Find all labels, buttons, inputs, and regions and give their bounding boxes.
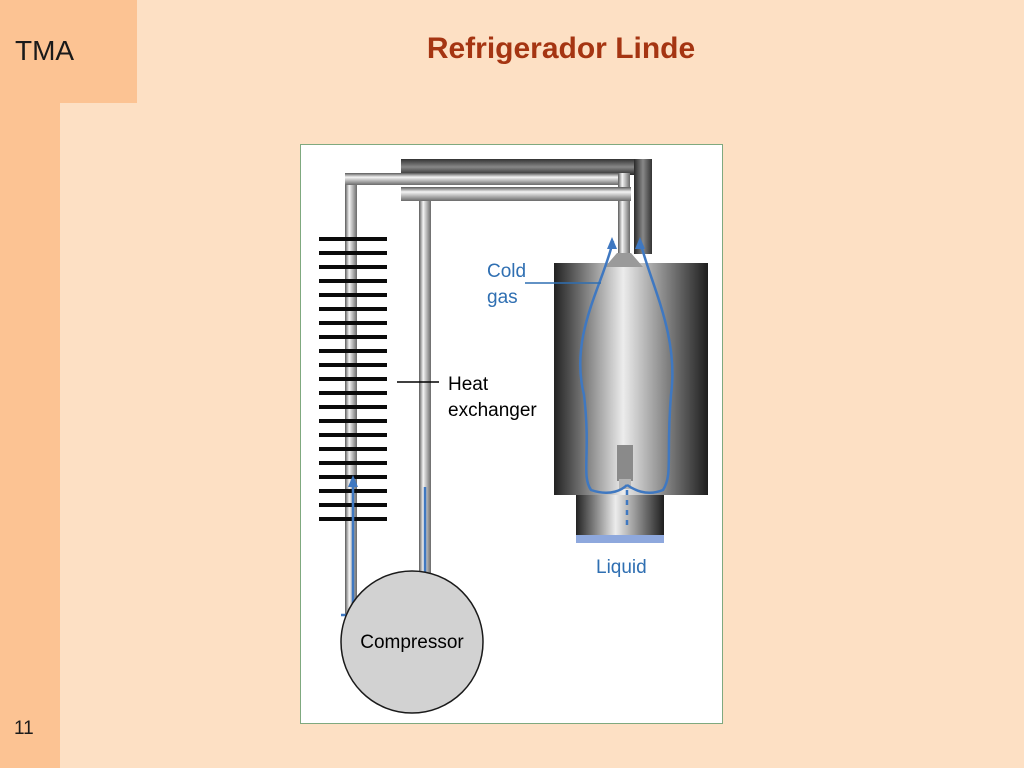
left-sidebar-band bbox=[0, 0, 60, 768]
fin bbox=[319, 363, 387, 367]
fin bbox=[319, 405, 387, 409]
cold-gas-label-line2: gas bbox=[487, 287, 518, 308]
linde-refrigerator-diagram: Heat exchanger Cold gas Li bbox=[300, 144, 723, 724]
heat-exchanger-label-line1: Heat bbox=[448, 374, 489, 395]
fin bbox=[319, 349, 387, 353]
fin bbox=[319, 377, 387, 381]
fin bbox=[319, 391, 387, 395]
fin bbox=[319, 447, 387, 451]
fin bbox=[319, 419, 387, 423]
fin bbox=[319, 433, 387, 437]
fin bbox=[319, 279, 387, 283]
supply-pipe bbox=[345, 173, 631, 623]
return-pipe bbox=[401, 159, 652, 254]
fin bbox=[319, 265, 387, 269]
diagram-canvas: Heat exchanger Cold gas Li bbox=[319, 159, 708, 714]
page-number: 11 bbox=[14, 718, 34, 739]
liquid-pool bbox=[576, 535, 664, 543]
fin bbox=[319, 293, 387, 297]
slide-title: Refrigerador Linde bbox=[426, 32, 696, 65]
heat-exchanger-label-line2: exchanger bbox=[448, 400, 537, 421]
header-corner-box bbox=[0, 0, 137, 103]
fin bbox=[319, 461, 387, 465]
brand-label: TMA bbox=[15, 35, 75, 66]
cold-gas-label-line1: Cold bbox=[487, 261, 526, 282]
fin bbox=[319, 251, 387, 255]
compressor-body bbox=[340, 570, 484, 714]
expansion-chamber bbox=[554, 253, 708, 543]
compressor-label: Compressor bbox=[360, 632, 464, 653]
fin bbox=[319, 335, 387, 339]
fin bbox=[319, 307, 387, 311]
liquid-label: Liquid bbox=[596, 557, 647, 578]
fin bbox=[319, 237, 387, 241]
fin bbox=[319, 321, 387, 325]
